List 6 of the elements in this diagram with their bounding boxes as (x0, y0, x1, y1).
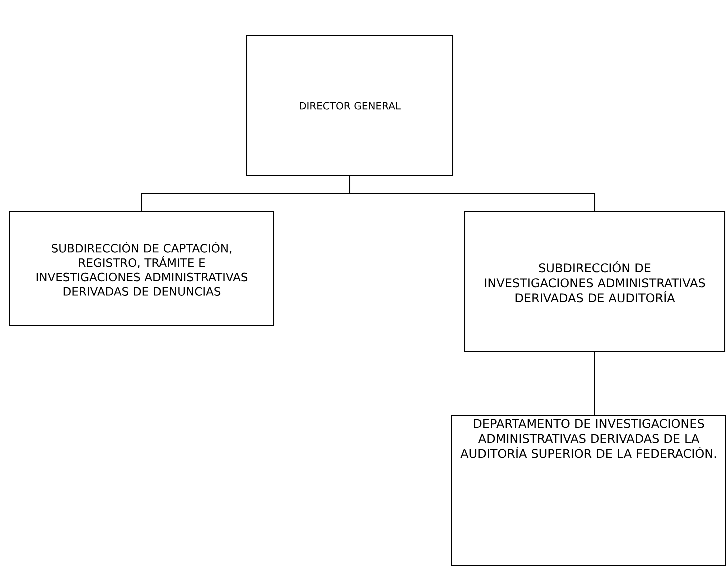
connector-line (594, 352, 596, 416)
org-box: SUBDIRECCIÓN DE CAPTACIÓN, REGISTRO, TRÁMITE E INVESTIGACIONES ADMINISTRATIVAS DERIVADAS DE DENUNCIAS (10, 212, 274, 326)
connector-line (350, 176, 596, 212)
org-box: DIRECTOR GENERAL (246, 36, 454, 176)
org-box: DEPARTAMENTO DE INVESTIGACIONES ADMINISTRATIVAS DERIVADAS DE LA AUDITORÍA SUPERIOR DE LA FEDERACIÓN. (452, 416, 726, 566)
org-box: SUBDIRECCIÓN DE INVESTIGACIONES ADMINISTRATIVAS DERIVADAS DE AUDITORÍA (464, 212, 726, 352)
